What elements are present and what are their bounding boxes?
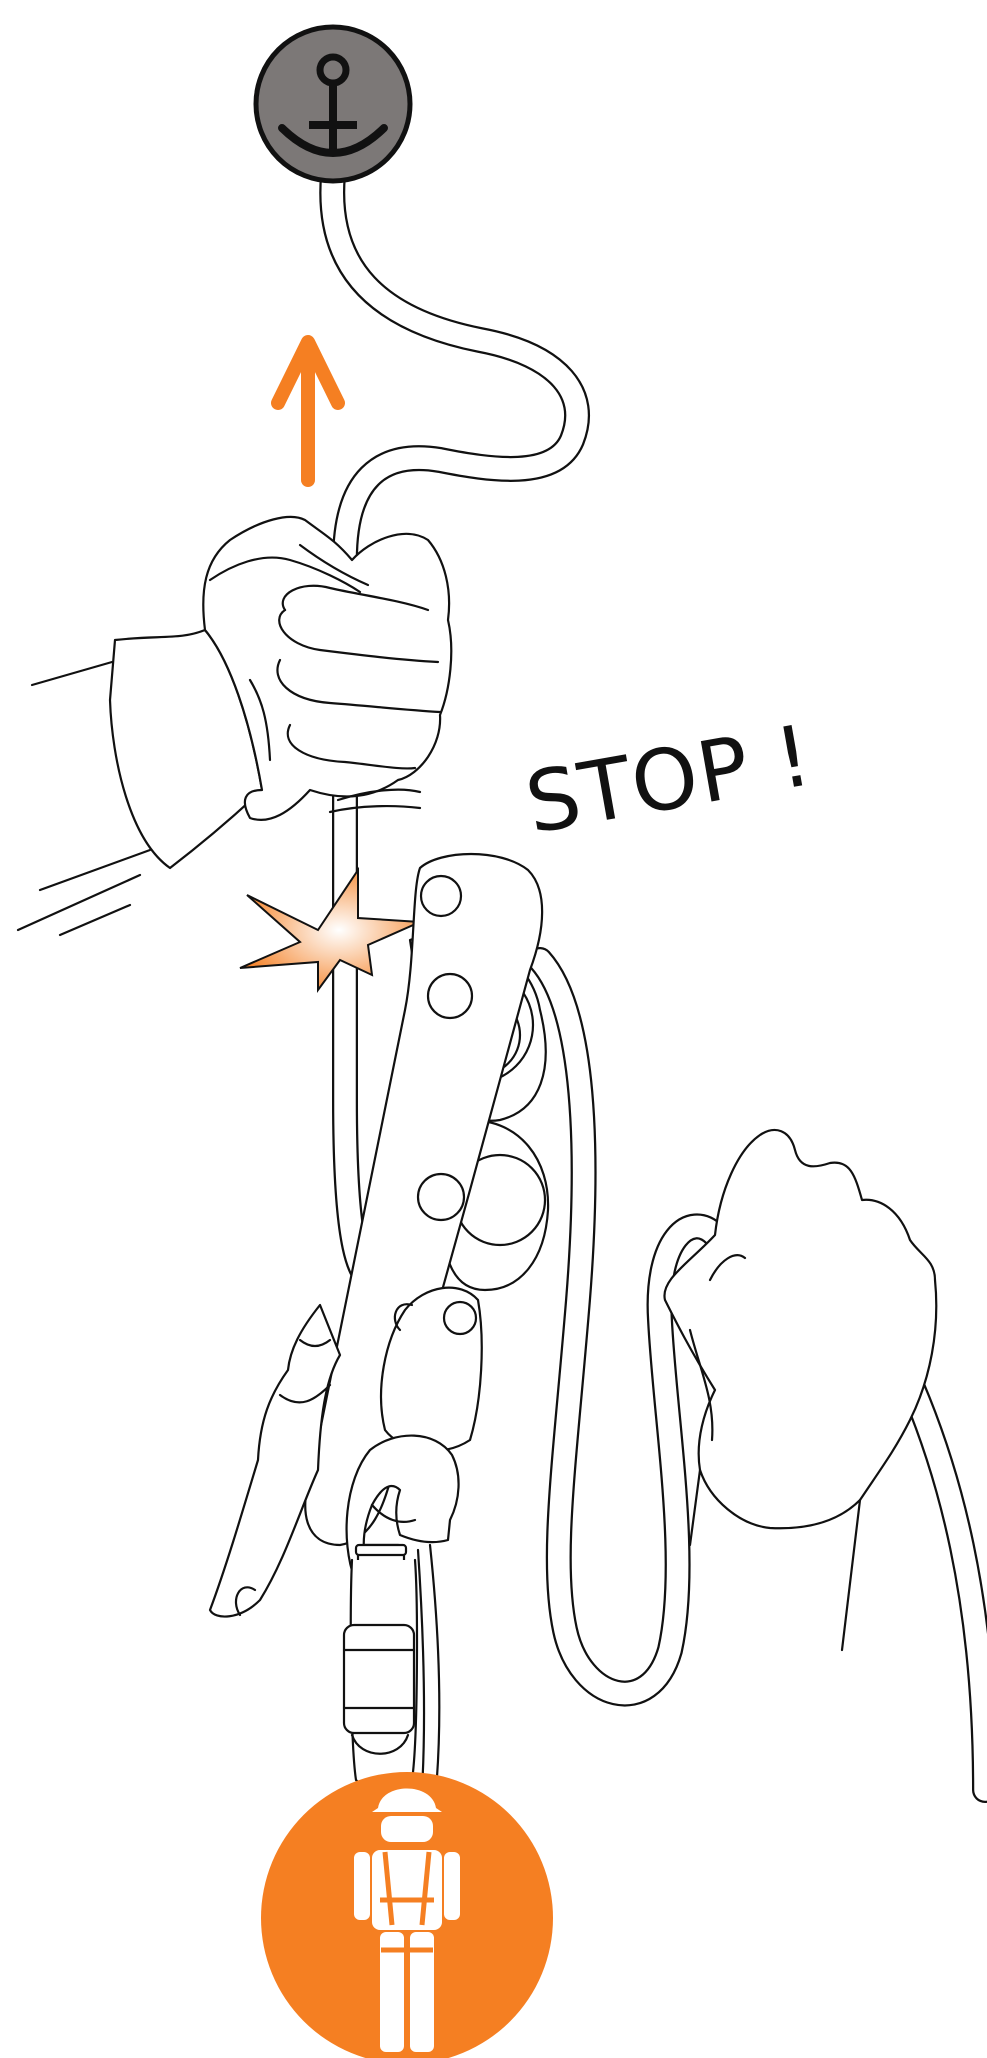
impact-burst-icon (240, 870, 420, 990)
upper-hand (18, 517, 451, 935)
right-hand (664, 1130, 936, 1650)
stop-text: STOP ! (519, 706, 819, 852)
anchor-icon (256, 27, 410, 181)
carabiner (344, 1436, 459, 1790)
stop-caption: STOP ! (519, 706, 819, 852)
pull-up-arrow-icon (278, 342, 338, 480)
harnessed-worker-icon (261, 1772, 553, 2058)
